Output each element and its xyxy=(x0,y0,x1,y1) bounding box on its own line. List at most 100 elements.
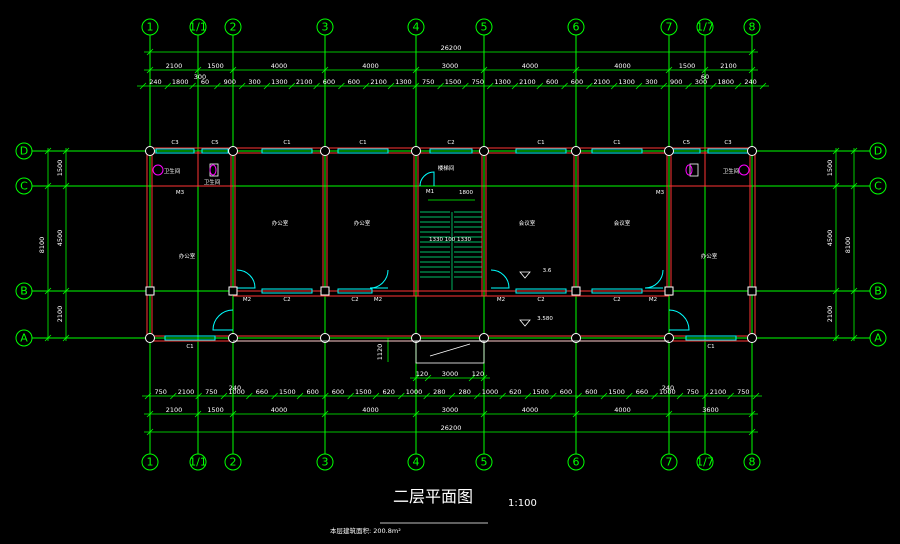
dim-tick xyxy=(850,182,858,190)
dim-tick xyxy=(665,66,673,74)
window-corridor xyxy=(515,288,567,294)
room-label: 办公室 xyxy=(179,252,196,260)
axis-bubble-7 xyxy=(660,453,678,471)
axis-bubble-label: 1 xyxy=(147,456,154,469)
toilet-door xyxy=(689,163,699,177)
dim-text: 120 xyxy=(472,370,484,378)
axis-bubble-1/7 xyxy=(696,453,714,471)
axis-bubble-2 xyxy=(224,18,242,36)
dim-text: 1300 xyxy=(271,78,288,86)
dim-tick xyxy=(423,392,430,400)
dim-tick xyxy=(685,82,692,90)
axis-bubble-D xyxy=(15,142,33,160)
dim-text: 26200 xyxy=(441,44,462,52)
axis-bubble-4 xyxy=(407,18,425,36)
dim-text: 1000 xyxy=(228,388,245,396)
dim-text: 4000 xyxy=(362,406,379,414)
column xyxy=(228,286,238,296)
dim-tick xyxy=(651,392,658,400)
dim-text: 280 xyxy=(458,388,470,396)
dim-tick xyxy=(164,82,172,90)
column xyxy=(571,286,581,296)
axis-bubble-label: 1/1 xyxy=(189,21,207,34)
dim-text: 3000 xyxy=(442,406,459,414)
column xyxy=(664,286,674,296)
level-mark: 3.580 xyxy=(537,316,553,322)
axis-bubble-label: 1/7 xyxy=(696,456,714,469)
dim-text: 1300 xyxy=(494,78,511,86)
drawing-scale: 1:100 xyxy=(508,498,537,509)
dim-text: 750 xyxy=(422,78,434,86)
window-top xyxy=(429,148,473,154)
axis-bubble-1/7 xyxy=(696,18,714,36)
dim-tick xyxy=(387,82,395,90)
column xyxy=(320,146,330,156)
dim-text: 1500 xyxy=(445,78,462,86)
dim-tick xyxy=(44,182,52,190)
axis-bubble-label: B xyxy=(874,285,882,298)
axis-bubble-label: 2 xyxy=(230,456,237,469)
dim-text: 2100 xyxy=(296,78,313,86)
dim-text: 660 xyxy=(256,388,268,396)
axis-bubble-label: 5 xyxy=(481,21,488,34)
dim-text: 1500 xyxy=(207,406,224,414)
exterior-wall xyxy=(146,147,756,342)
column xyxy=(145,333,155,343)
dim-tick xyxy=(734,82,742,90)
dim-text: 4000 xyxy=(614,62,631,70)
axis-bubble-7 xyxy=(660,18,678,36)
axis-bubble-label: 4 xyxy=(413,21,420,34)
axis-bubble-1 xyxy=(141,18,159,36)
dim-tick xyxy=(44,334,52,342)
dim-tick xyxy=(850,287,858,295)
dim-text: 2100 xyxy=(166,62,183,70)
door-swing xyxy=(644,269,664,289)
dim-text: 1500 xyxy=(826,160,834,177)
axis-bubble-label: 1 xyxy=(147,21,154,34)
level-symbol xyxy=(519,271,531,279)
dim-tick xyxy=(752,392,760,400)
window-top xyxy=(155,148,195,154)
dim-text: 240 xyxy=(149,78,161,86)
dim-text: 900 xyxy=(224,78,236,86)
axis-bubble-label: 6 xyxy=(573,456,580,469)
dim-tick xyxy=(468,374,476,382)
door-label: M2 xyxy=(497,297,505,303)
dim-text: 3000 xyxy=(442,370,459,378)
axis-bubble-label: 8 xyxy=(749,456,756,469)
dim-tick xyxy=(347,392,354,400)
dim-text: 620 xyxy=(382,388,394,396)
dim-tick xyxy=(586,82,593,90)
axis-bubble-label: A xyxy=(874,332,882,345)
dim-text: 750 xyxy=(737,388,749,396)
dim-text: 1000 xyxy=(659,388,676,396)
dim-text: 120 xyxy=(416,370,428,378)
stair-split-label: 1330 100 1330 xyxy=(429,237,471,243)
dim-text: 280 xyxy=(433,388,445,396)
window-label: C1 xyxy=(359,140,366,146)
dim-text: 660 xyxy=(636,388,648,396)
dim-tick xyxy=(635,82,643,90)
dim-tick xyxy=(850,334,858,342)
door-swing xyxy=(668,309,690,331)
dim-tick xyxy=(480,374,488,382)
dim-text: 4000 xyxy=(362,62,379,70)
dim-tick xyxy=(676,392,684,400)
dim-tick xyxy=(610,82,618,90)
window-corridor xyxy=(591,288,643,294)
window-corridor xyxy=(261,288,313,294)
window-label: C1 xyxy=(283,140,290,146)
dim-tick xyxy=(271,392,278,400)
dim-text: 600 xyxy=(323,78,335,86)
room-label: 办公室 xyxy=(354,219,371,227)
axis-bubble-C xyxy=(15,177,33,195)
column xyxy=(571,333,581,343)
dim-tick xyxy=(144,392,152,400)
dim-tick xyxy=(296,392,304,400)
axis-bubble-4 xyxy=(407,453,425,471)
dim-note: 300 xyxy=(194,73,206,81)
dim-tick xyxy=(44,147,52,155)
dim-tick xyxy=(626,392,633,400)
